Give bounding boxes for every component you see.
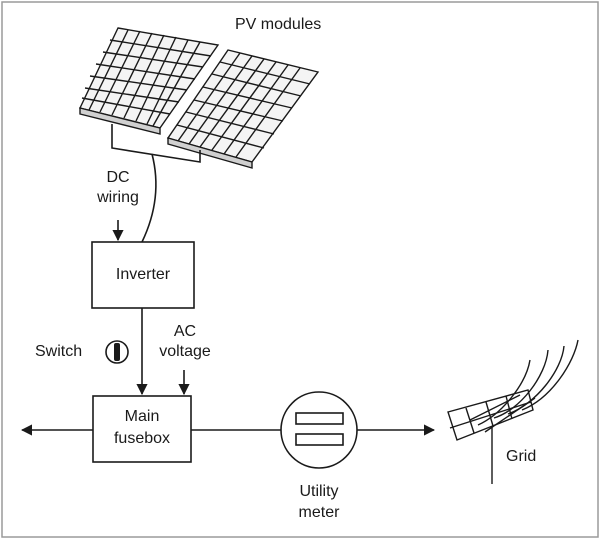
grid-tower-icon xyxy=(447,339,579,484)
dc-wiring-label-line1: DC xyxy=(106,169,130,186)
main-fusebox-label-line1: Main xyxy=(124,408,160,425)
pv-module-right xyxy=(166,49,320,169)
utility-meter-label-line1: Utility xyxy=(299,483,339,500)
switch-icon xyxy=(105,340,129,364)
dc-wiring-label-line2: wiring xyxy=(97,189,139,206)
utility-meter-label-line2: meter xyxy=(298,504,340,521)
switch-label: Switch xyxy=(35,343,83,360)
pv-modules-label: PV modules xyxy=(235,16,322,33)
pv-module-left xyxy=(79,27,220,135)
utility-meter-icon xyxy=(280,391,358,469)
ac-voltage-label-line2: voltage xyxy=(159,343,211,360)
grid-label: Grid xyxy=(506,448,537,465)
main-fusebox-box xyxy=(92,395,192,463)
inverter-label: Inverter xyxy=(115,266,171,283)
ac-voltage-label-line1: AC xyxy=(173,323,197,340)
module-bracket xyxy=(111,124,201,243)
inverter-box xyxy=(91,241,195,309)
main-fusebox-label-line2: fusebox xyxy=(113,430,171,447)
